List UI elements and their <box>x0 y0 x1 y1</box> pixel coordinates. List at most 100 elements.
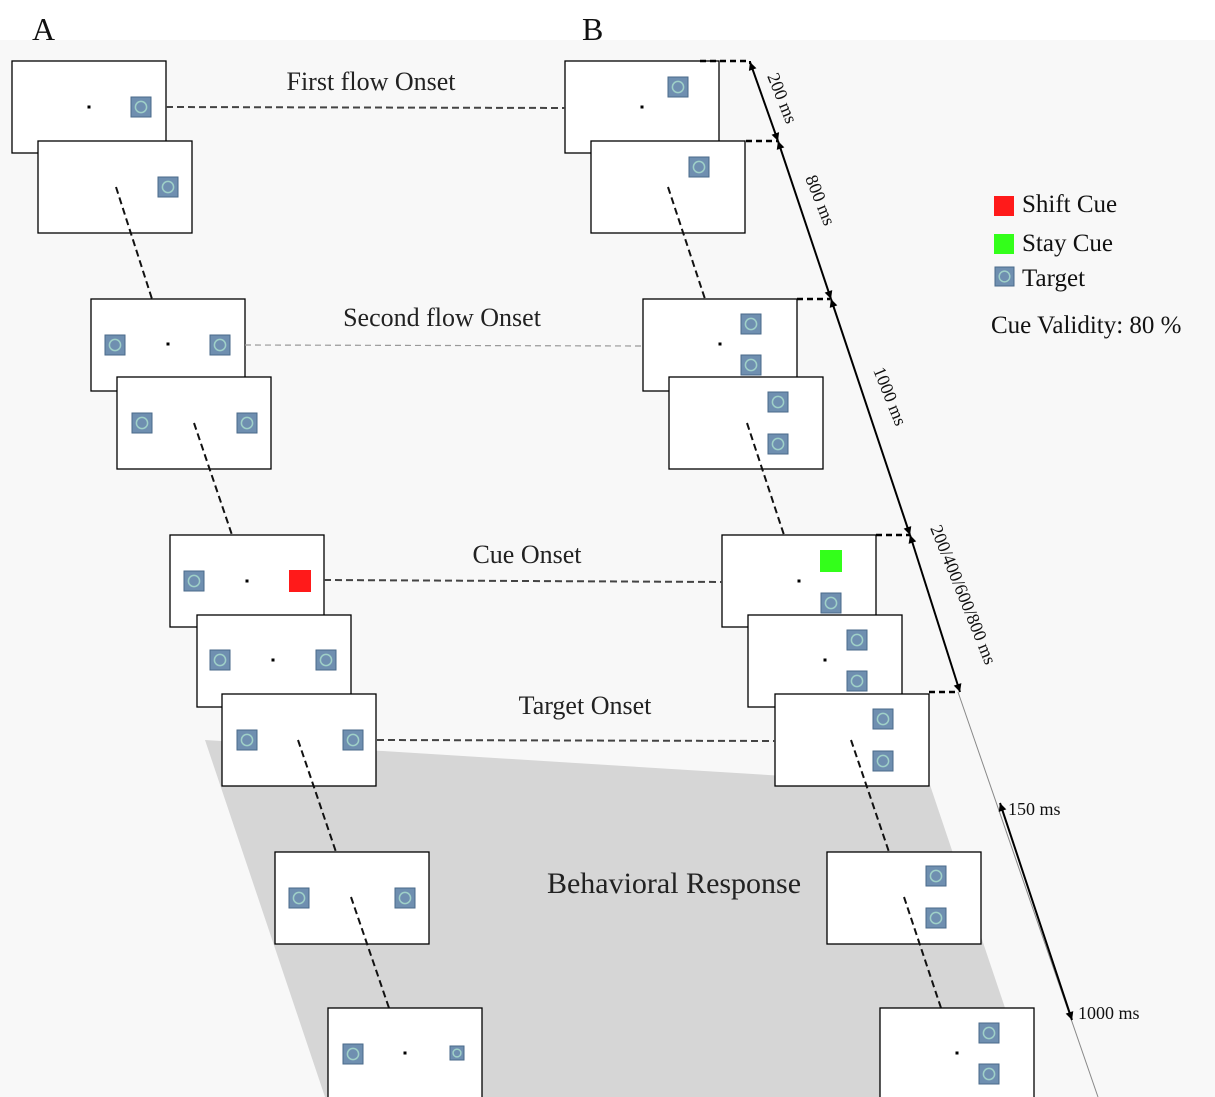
stimulus-icon <box>236 729 258 751</box>
stimulus-icon-pattern <box>187 574 201 588</box>
stimulus-icon <box>978 1022 1000 1044</box>
arrow-response-window <box>999 802 1073 1021</box>
stimulus-icon <box>925 865 947 887</box>
stimulus-icon-pattern <box>108 338 122 352</box>
stimulus-icon-body <box>209 649 231 671</box>
stimulus-icon-pattern <box>929 869 943 883</box>
first-flow-onset-label: First flow Onset <box>287 67 457 96</box>
stimulus-icon-body <box>846 629 868 651</box>
stimulus-icon-body <box>157 176 179 198</box>
stimulus-icon <box>131 412 153 434</box>
arrowhead <box>998 803 1007 812</box>
stimulus-icon-pattern <box>671 80 685 94</box>
fixation-dot <box>166 342 170 346</box>
stimulus-icon-pattern <box>161 180 175 194</box>
arrowhead <box>748 62 757 71</box>
stimulus-icon-body <box>667 76 689 98</box>
stimulus-icon-body <box>872 750 894 772</box>
stimulus-icon-pattern <box>398 891 412 905</box>
stimulus-icon-body <box>130 96 152 118</box>
stimulus-icon <box>209 334 231 356</box>
shift-cue-square <box>289 570 311 592</box>
b-seq-2 <box>746 422 785 536</box>
stimulus-icon-body <box>740 354 762 376</box>
target-link <box>376 739 776 742</box>
stimulus-icon-pattern <box>771 437 785 451</box>
fixation-dot <box>718 342 722 346</box>
fixation-dot <box>271 658 275 662</box>
stimulus-icon-body <box>183 570 205 592</box>
fixation-dot <box>823 658 827 662</box>
a-seq-4 <box>350 896 390 1009</box>
stimulus-icon-body <box>767 433 789 455</box>
stimulus-icon-pattern <box>982 1026 996 1040</box>
stimulus-icon <box>846 629 868 651</box>
stimulus-icon-body <box>740 313 762 335</box>
stimulus-icon <box>767 433 789 455</box>
first-flow-link <box>165 106 566 109</box>
stimulus-icon <box>236 412 258 434</box>
arrowhead <box>1065 1011 1074 1020</box>
second-flow-onset-label: Second flow Onset <box>343 303 542 332</box>
arrowhead <box>903 526 912 535</box>
arrow-800ms <box>777 140 832 300</box>
arrow-soa <box>909 534 961 693</box>
fixation-dot <box>797 579 801 583</box>
shift-cue-swatch <box>994 196 1014 216</box>
stimulus-icon-pattern <box>213 653 227 667</box>
stimulus-icon-pattern <box>850 633 864 647</box>
stimulus-icon <box>767 391 789 413</box>
stimulus-icon-body <box>872 708 894 730</box>
stimulus-icon <box>925 907 947 929</box>
stimulus-icon-pattern <box>319 653 333 667</box>
stay-cue-swatch <box>994 234 1014 254</box>
legend-stay-cue: Stay Cue <box>1022 230 1113 257</box>
stimulus-icon-body <box>288 887 310 909</box>
connector-lines <box>115 106 942 1009</box>
stimulus-icon <box>846 670 868 692</box>
stimulus-icon <box>342 1043 364 1065</box>
stimulus-icon-body <box>315 649 337 671</box>
stimulus-icon-pattern <box>998 270 1011 283</box>
cue-validity-label: Cue Validity: 80 % <box>991 312 1182 339</box>
stimulus-icon-pattern <box>876 712 890 726</box>
stimulus-icon-body <box>846 670 868 692</box>
b-seq-4 <box>903 896 942 1009</box>
stimulus-icon-pattern <box>213 338 227 352</box>
stimulus-icon-body <box>449 1045 465 1061</box>
stimulus-icon <box>104 334 126 356</box>
a-seq-3 <box>297 739 337 853</box>
fixation-dot <box>640 105 644 109</box>
stimulus-icon-body <box>994 266 1015 287</box>
fixation-dot <box>87 105 91 109</box>
stimulus-icon-pattern <box>744 358 758 372</box>
arrowhead <box>776 141 785 150</box>
arrowhead <box>771 132 780 141</box>
stimulus-icon-body <box>131 412 153 434</box>
cue-onset-label: Cue Onset <box>472 540 582 569</box>
stimulus-frames <box>11 60 1035 1097</box>
stimulus-icon-pattern <box>134 100 148 114</box>
stimulus-icon-pattern <box>982 1067 996 1081</box>
stimulus-icon-body <box>394 887 416 909</box>
stimulus-icon <box>342 729 364 751</box>
stimulus-icon-body <box>342 729 364 751</box>
stimulus-icon-body <box>342 1043 364 1065</box>
second-flow-link <box>244 344 644 347</box>
target-swatch-icon <box>994 266 1015 287</box>
arrowhead <box>908 535 917 544</box>
stimulus-icon-pattern <box>240 733 254 747</box>
stimulus-icon-pattern <box>824 596 838 610</box>
stimulus-icon-pattern <box>346 1047 360 1061</box>
panel-label-b: B <box>582 11 603 47</box>
stimulus-icon-pattern <box>850 674 864 688</box>
stimulus-icon <box>288 887 310 909</box>
arrow-200ms <box>749 61 779 142</box>
fixation-dot <box>403 1051 407 1055</box>
legend: Shift Cue Stay Cue Target Cue Validity: … <box>991 191 1182 339</box>
stimulus-icon-pattern <box>744 317 758 331</box>
stimulus-icon <box>157 176 179 198</box>
stimulus-icon-pattern <box>452 1048 462 1058</box>
behavioral-response-label: Behavioral Response <box>547 867 801 900</box>
stimulus-icon <box>667 76 689 98</box>
